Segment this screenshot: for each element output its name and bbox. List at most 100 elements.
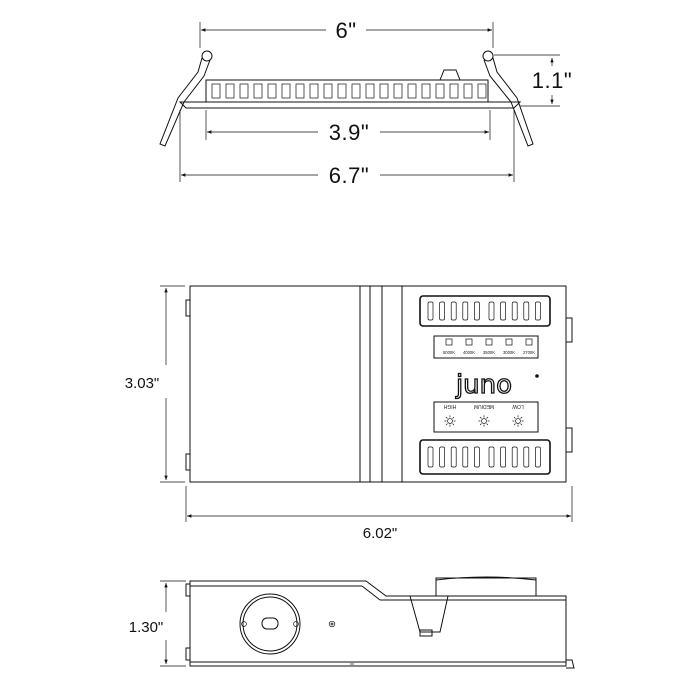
terminal-slot	[474, 301, 480, 321]
heat-fin	[407, 83, 417, 99]
height-303-label: 3.03"	[125, 375, 160, 392]
terminal-slot	[523, 446, 530, 468]
box-tab-bottom	[185, 453, 191, 471]
terminal-slot	[488, 301, 495, 321]
right-spring-arm	[483, 57, 534, 147]
terminal-slot	[488, 446, 495, 468]
terminal-slot	[500, 446, 506, 468]
terminal-slot	[439, 446, 445, 468]
terminal-slot	[462, 446, 469, 468]
middle-view: 3.03" 5000K 4000K 3500K 3000K 2700K juno HIG…	[125, 285, 573, 542]
heat-fin	[449, 83, 459, 99]
terminal-slot	[511, 301, 518, 321]
cct-switches	[445, 338, 533, 346]
heat-fin	[239, 83, 249, 99]
heat-fin	[351, 83, 361, 99]
box-tab-top	[185, 299, 191, 317]
right-spring-coil	[482, 50, 494, 62]
cct-switch	[525, 338, 533, 346]
heat-fin	[225, 83, 235, 99]
terminal-slots-top	[427, 301, 541, 321]
heat-fin	[281, 83, 291, 99]
heat-fin	[463, 83, 473, 99]
ground-screw	[328, 620, 336, 628]
height-11-label: 1.1"	[532, 68, 572, 93]
heat-fin	[365, 83, 375, 99]
heat-fin	[309, 83, 319, 99]
bracket-latch	[419, 629, 433, 637]
level-label: MEDIUM	[474, 403, 494, 409]
heat-fin	[393, 83, 403, 99]
overall-67-label: 6.7"	[329, 163, 369, 188]
cct-switch	[485, 338, 493, 346]
cct-labels: 5000K 4000K 3500K 3000K 2700K	[443, 350, 535, 355]
cct-selector	[433, 335, 539, 359]
driver-tab-top	[565, 317, 573, 343]
height-130-label: 1.30"	[129, 619, 164, 636]
level-indicator-icon	[481, 418, 487, 424]
left-spring-arm	[159, 57, 211, 147]
registered-mark	[535, 374, 539, 378]
level-markers: HIGH MEDIUM LOW	[443, 403, 524, 427]
heat-fin	[421, 83, 431, 99]
terminal-slot	[450, 301, 457, 321]
heat-fin	[337, 83, 347, 99]
cct-label: 3500K	[483, 350, 495, 355]
heat-fin	[295, 83, 305, 99]
driver-panel	[401, 285, 567, 483]
bracket-arm	[409, 595, 449, 633]
heat-fin	[267, 83, 277, 99]
cct-label: 5000K	[443, 350, 455, 355]
terminal-block-top	[419, 295, 551, 327]
heat-fin	[211, 83, 221, 99]
terminal-slot	[439, 301, 445, 321]
cct-label: 4000K	[463, 350, 475, 355]
width-6-label: 6"	[335, 18, 356, 43]
heat-fin	[253, 83, 263, 99]
side-foot	[566, 659, 575, 669]
terminal-slot	[427, 446, 434, 468]
terminal-slot	[523, 301, 530, 321]
level-label: LOW	[512, 403, 524, 409]
level-label: HIGH	[443, 403, 456, 409]
clip-bar	[435, 577, 537, 597]
terminal-slot	[535, 446, 541, 468]
terminal-slot	[500, 301, 506, 321]
terminal-slot	[427, 301, 434, 321]
width-602-label: 6.02"	[363, 525, 398, 542]
box-side-outline	[189, 580, 567, 667]
level-indicator-icon	[515, 418, 521, 424]
driver-tab-bottom	[565, 427, 573, 453]
cct-label: 3000K	[503, 350, 515, 355]
knockout-slot	[261, 617, 279, 630]
heat-fin	[477, 83, 487, 99]
level-selector	[433, 401, 539, 433]
cct-switch	[445, 338, 453, 346]
trim-flange	[178, 101, 522, 109]
cct-switch	[505, 338, 513, 346]
terminal-slot	[450, 446, 457, 468]
left-spring-coil	[201, 50, 213, 62]
terminal-slot	[535, 301, 541, 321]
inner-39-label: 3.9"	[329, 120, 369, 145]
side-tab-bottom	[185, 647, 191, 661]
heat-fin	[379, 83, 389, 99]
terminal-slots-bottom	[427, 446, 541, 468]
cct-label: 2700K	[523, 350, 535, 355]
knockout-circle	[239, 593, 301, 655]
terminal-slot	[462, 301, 469, 321]
cct-switch	[465, 338, 473, 346]
terminal-block-bottom	[419, 439, 551, 475]
heat-fin	[435, 83, 445, 99]
top-view: 6" 1.1" 3.9" 6.7"	[159, 18, 572, 188]
terminal-slot	[511, 446, 518, 468]
heat-fin	[323, 83, 333, 99]
side-tab-top	[185, 583, 191, 597]
terminal-slot	[474, 446, 480, 468]
bottom-view: 1.30"	[129, 576, 575, 669]
heat-fins	[211, 83, 487, 99]
level-indicator-icon	[447, 418, 453, 424]
brand-logo: juno	[455, 370, 512, 400]
